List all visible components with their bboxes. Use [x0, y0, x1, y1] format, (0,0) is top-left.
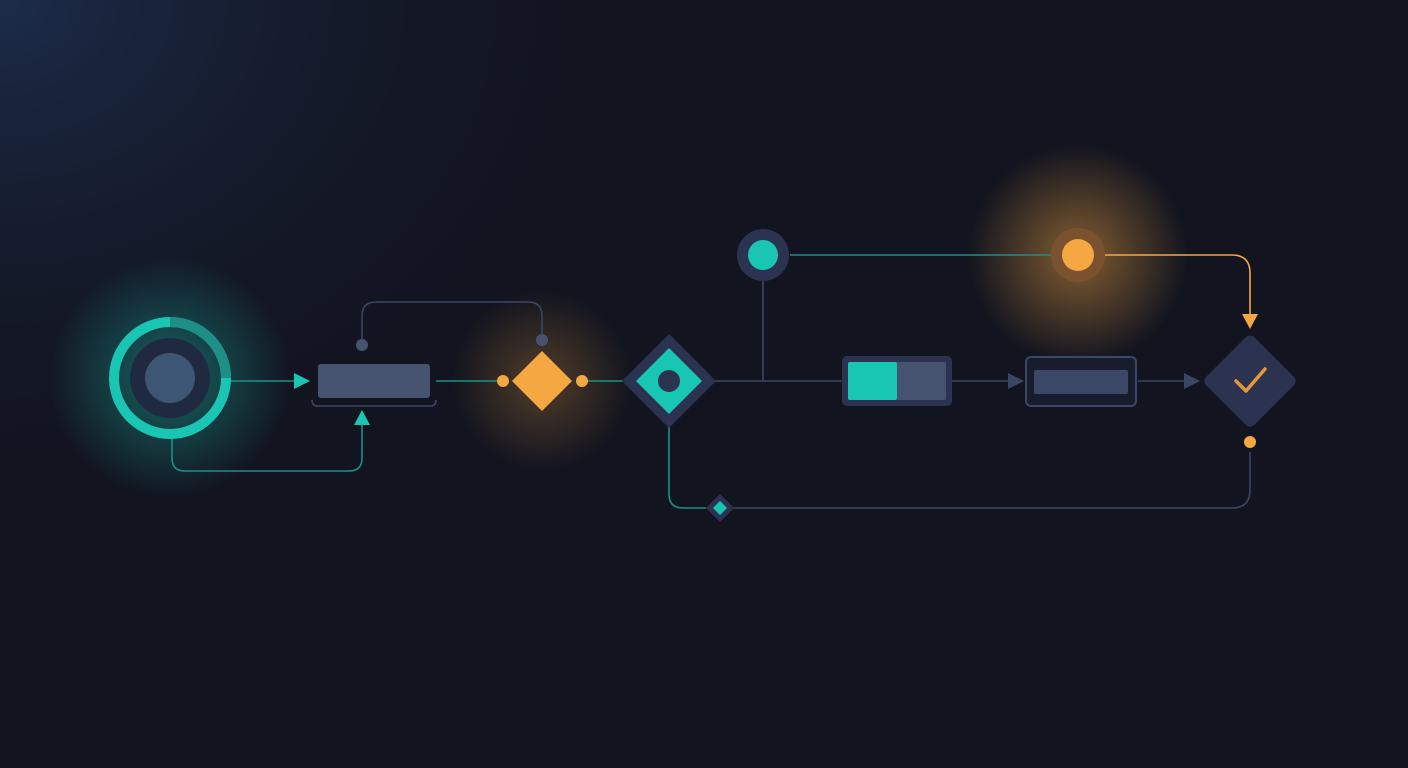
progress-node[interactable]	[842, 356, 952, 406]
start-ring-segment	[169, 317, 231, 379]
outlined-bar-icon	[1034, 370, 1128, 394]
progress-bar-icon	[848, 362, 897, 400]
event-glow-node[interactable]	[1051, 228, 1105, 282]
orange-diamond-icon	[512, 351, 572, 411]
task-1-node[interactable]	[318, 364, 430, 398]
arrow-event-end-icon	[1242, 314, 1258, 329]
gateway-1-node[interactable]	[497, 351, 588, 411]
connector-arch-top	[361, 301, 543, 345]
task-port-top	[356, 339, 368, 351]
checkmark-icon	[1234, 367, 1267, 393]
gateway-port-right	[576, 375, 588, 387]
task-bracket	[311, 399, 437, 407]
end-node[interactable]	[1202, 333, 1298, 429]
gateway-port-left	[497, 375, 509, 387]
orange-dot-icon	[1062, 239, 1094, 271]
arrow-progress-task-icon	[1008, 373, 1024, 389]
teal-diamond-core	[658, 370, 680, 392]
start-core	[145, 353, 195, 403]
task-bar-icon	[318, 364, 430, 398]
connector-loop-bottom	[171, 424, 363, 472]
start-node[interactable]	[109, 317, 231, 439]
small-diamond-icon	[713, 501, 727, 515]
arrow-loop-up-icon	[354, 410, 370, 425]
connectors	[171, 254, 1251, 509]
end-port-bottom	[1244, 436, 1256, 448]
task-2-node[interactable]	[1025, 356, 1137, 407]
gateway-2-node[interactable]	[622, 334, 716, 428]
gateway-port-top	[536, 334, 548, 346]
arrow-start-task-icon	[294, 373, 310, 389]
loop-marker-node[interactable]	[706, 494, 734, 522]
arrow-task-end-icon	[1184, 373, 1200, 389]
teal-dot-icon	[748, 240, 778, 270]
connector-event-end	[1105, 254, 1251, 316]
event-top-node[interactable]	[737, 229, 789, 281]
connector-bottom-right	[733, 452, 1251, 509]
end-diamond	[1204, 335, 1296, 427]
connector-bottom-left	[668, 426, 706, 509]
